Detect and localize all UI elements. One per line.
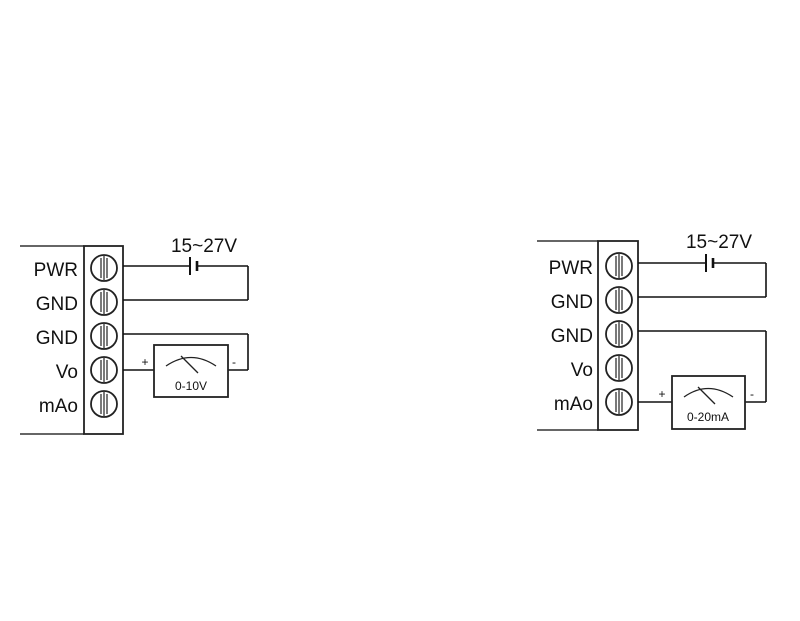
terminal-screw-pwr	[605, 252, 633, 280]
terminal-label-gnd-1: GND	[36, 294, 78, 315]
terminal-screw-vo	[90, 356, 118, 384]
supply-voltage-label: 15~27V	[686, 232, 752, 253]
supply-voltage-label: 15~27V	[171, 236, 237, 257]
meter-plus-sign: +	[141, 355, 148, 369]
meter-minus-sign: -	[750, 387, 754, 401]
enclosure-outline	[20, 245, 84, 435]
terminal-screw-pwr	[90, 254, 118, 282]
terminal-screw-mao	[605, 388, 633, 416]
ammeter-range-label: 0-20mA	[687, 410, 729, 424]
meter-plus-sign: +	[658, 387, 665, 401]
terminal-label-pwr: PWR	[549, 258, 593, 279]
terminal-label-gnd-2: GND	[551, 326, 593, 347]
terminal-screw-mao	[90, 390, 118, 418]
terminal-label-vo: Vo	[571, 360, 593, 381]
terminal-screw-gnd-1	[90, 288, 118, 316]
meter-wiring	[638, 330, 767, 403]
ammeter	[671, 375, 746, 430]
terminal-label-mao: mAo	[554, 394, 593, 415]
terminal-screw-gnd-2	[90, 322, 118, 350]
meter-wiring	[123, 333, 249, 371]
wiring-diagram-voltage: PWR GND GND Vo mAo 15~27V	[20, 236, 249, 435]
terminal-label-pwr: PWR	[34, 260, 78, 281]
voltmeter-range-label: 0-10V	[175, 379, 207, 393]
terminal-label-vo: Vo	[56, 362, 78, 383]
enclosure-outline	[537, 240, 598, 431]
meter-minus-sign: -	[232, 355, 236, 369]
terminal-screw-gnd-2	[605, 320, 633, 348]
terminal-screw-gnd-1	[605, 286, 633, 314]
terminal-label-gnd-1: GND	[551, 292, 593, 313]
terminal-label-mao: mAo	[39, 396, 78, 417]
terminal-label-gnd-2: GND	[36, 328, 78, 349]
battery-symbol	[638, 254, 767, 298]
wiring-diagram-current: PWR GND GND Vo mAo 15~27V	[537, 232, 767, 431]
battery-symbol	[123, 257, 249, 301]
terminal-screw-vo	[605, 354, 633, 382]
voltmeter	[153, 344, 229, 398]
